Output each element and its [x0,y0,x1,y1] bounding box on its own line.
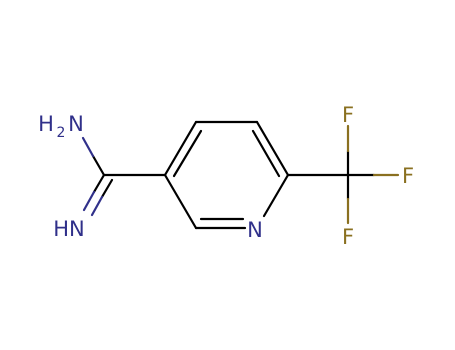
atom-amine-subscript: 2 [57,125,66,141]
bond-c2-c3 [163,173,198,230]
bond-c-nh-b [100,178,114,199]
bond-c6-n1 [262,173,290,218]
trifluoromethyl-group [286,124,400,225]
atom-amine-h: H [38,112,54,136]
bond-c-nh2-blue [81,136,95,158]
bond-c5-c6-inner [251,129,281,178]
bond-c-nh-a-blue [82,190,96,212]
bond-c-nh-a [92,173,106,194]
bond-c5-c6 [255,120,290,177]
bond-c-nh2-dark [91,154,106,177]
atom-fluorine-top: F [342,103,354,127]
bond-c3-c4-inner [172,129,203,178]
bond-c-nh-b-blue [90,195,104,217]
atom-fluorine-right: F [402,164,414,188]
pyridine-ring [163,120,290,230]
atom-ring-nitrogen: N [247,218,263,242]
atom-labels: N HN H 2 N F F F [38,103,414,249]
atom-fluorine-bottom: F [342,225,354,249]
bond-c3-c4 [163,120,198,177]
amidine-group [81,136,167,217]
atom-imine-nh: HN [53,217,85,241]
atom-amine-n: N [68,112,84,136]
